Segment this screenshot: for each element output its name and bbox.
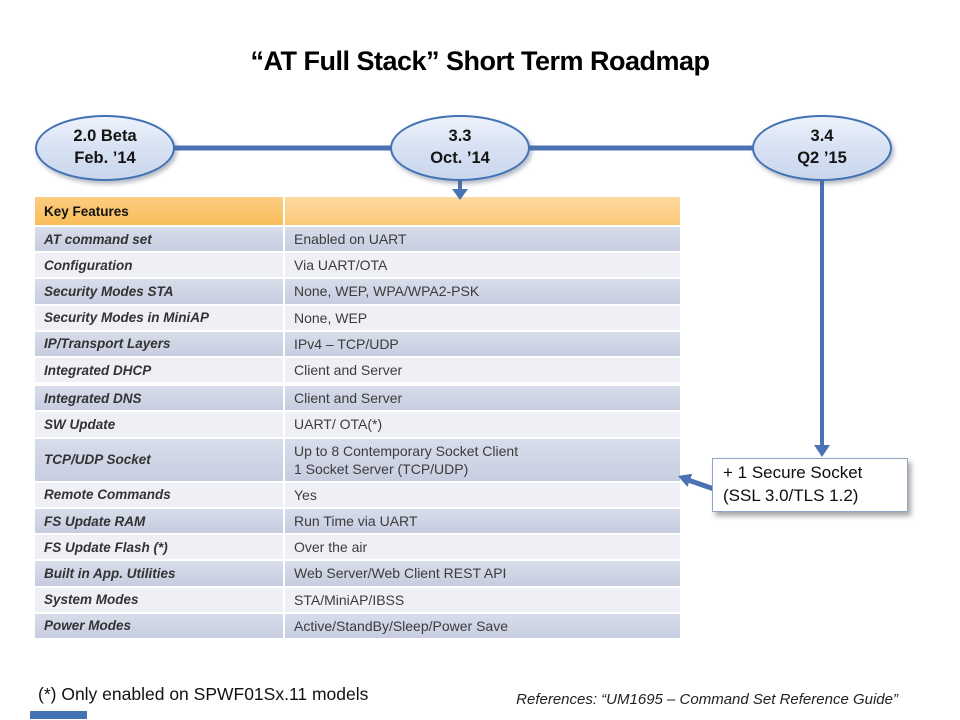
table-row: FS Update RAM Run Time via UART [35,509,680,534]
feature-value: Over the air [285,535,680,560]
feature-value-line: None, WEP, WPA/WPA2-PSK [294,283,480,300]
feature-value: STA/MiniAP/IBSS [285,587,680,612]
table-rows: AT command set Enabled on UART Configurati… [35,227,680,638]
feature-value: Run Time via UART [285,509,680,534]
table-row: System Modes STA/MiniAP/IBSS [35,587,680,612]
down-arrow-head-to-callout [814,445,830,457]
footnote: (*) Only enabled on SPWF01Sx.11 models [38,684,369,704]
milestone-3-3: 3.3 Oct. ’14 [390,115,530,181]
feature-value: Yes [285,482,680,508]
feature-name: FS Update RAM [35,509,283,534]
table-row: Configuration Via UART/OTA [35,253,680,278]
table-row: IP/Transport Layers IPv4 – TCP/UDP [35,331,680,356]
feature-name: IP/Transport Layers [35,331,283,356]
table-row: FS Update Flash (*) Over the air [35,535,680,560]
callout-line-2: (SSL 3.0/TLS 1.2) [723,486,859,505]
feature-name: AT command set [35,227,283,252]
milestone-date: Feb. ’14 [74,149,136,167]
feature-name: Built in App. Utilities [35,561,283,586]
feature-value: IPv4 – TCP/UDP [285,331,680,356]
key-features-header-spacer [285,197,680,225]
feature-value-line: Over the air [294,539,368,556]
feature-name: Integrated DNS [35,386,283,411]
milestone-version: 3.3 [448,127,472,146]
feature-name: Power Modes [35,613,283,638]
feature-name: Configuration [35,253,283,278]
references: References: “UM1695 – Command Set Refere… [516,691,898,708]
feature-name: TCP/UDP Socket [35,438,283,481]
feature-value: Web Server/Web Client REST API [285,561,680,586]
feature-value: Active/StandBy/Sleep/Power Save [285,613,680,638]
feature-name: Security Modes in MiniAP [35,305,283,330]
table-row: Security Modes in MiniAP None, WEP [35,305,680,330]
feature-value-line: Web Server/Web Client REST API [294,565,507,582]
feature-value-line: Up to 8 Contemporary Socket Client [294,442,519,459]
milestone-version: 3.4 [810,127,834,146]
milestone-3-4: 3.4 Q2 ’15 [752,115,892,181]
table-row: Integrated DHCP Client and Server [35,357,680,383]
feature-name: Security Modes STA [35,279,283,304]
feature-value-line: Enabled on UART [294,231,407,247]
feature-value: Client and Server [285,357,680,383]
feature-value-line: 1 Socket Server (TCP/UDP) [294,460,469,477]
secure-socket-callout: + 1 Secure Socket (SSL 3.0/TLS 1.2) [712,458,908,512]
feature-name: FS Update Flash (*) [35,535,283,560]
feature-value: Client and Server [285,386,680,411]
table-row: Built in App. Utilities Web Server/Web Cl… [35,561,680,586]
feature-name: Remote Commands [35,482,283,508]
feature-name: Integrated DHCP [35,357,283,383]
feature-value: None, WEP [285,305,680,330]
table-row: Security Modes STA None, WEP, WPA/WPA2-PS… [35,279,680,304]
footer-accent-bar [30,711,87,719]
key-features-header: Key Features [35,197,283,225]
table-row: SW Update UART/ OTA(*) [35,412,680,437]
feature-value-line: Client and Server [294,361,403,378]
table-row: Integrated DNS Client and Server [35,386,680,411]
feature-value-line: IPv4 – TCP/UDP [294,335,399,352]
feature-value: None, WEP, WPA/WPA2-PSK [285,279,680,304]
feature-value: Enabled on UART [285,227,680,252]
callout-line-1: + 1 Secure Socket [723,463,863,483]
table-row: AT command set Enabled on UART [35,227,680,252]
milestone-version: 2.0 Beta [73,127,137,146]
feature-value-line: Via UART/OTA [294,257,388,274]
table-row: Power Modes Active/StandBy/Sleep/Power Sa… [35,613,680,638]
feature-value-line: None, WEP [294,309,368,326]
feature-value-line: UART/ OTA(*) [294,416,383,433]
milestone-date: Q2 ’15 [797,149,847,167]
milestone-2-0-beta: 2.0 Beta Feb. ’14 [35,115,175,181]
feature-name: System Modes [35,587,283,612]
page-title: “AT Full Stack” Short Term Roadmap [250,46,710,76]
milestone-date: Oct. ’14 [430,149,490,167]
feature-value: UART/ OTA(*) [285,412,680,437]
feature-name: SW Update [35,412,283,437]
left-arrow-head-to-socket-row [678,473,693,487]
table-row: Remote Commands Yes [35,482,680,508]
feature-value-line: STA/MiniAP/IBSS [294,591,405,608]
feature-value-line: Yes [294,486,317,503]
feature-value-line: Client and Server [294,390,403,407]
feature-value-line: Active/StandBy/Sleep/Power Save [294,617,509,634]
feature-value-line: Run Time via UART [294,513,418,530]
feature-value: Via UART/OTA [285,253,680,278]
left-arrow-line-to-socket-row [687,477,715,492]
table-header-row: Key Features [35,197,680,225]
key-features-table: Key Features AT command set Enabled on UA… [35,197,680,640]
